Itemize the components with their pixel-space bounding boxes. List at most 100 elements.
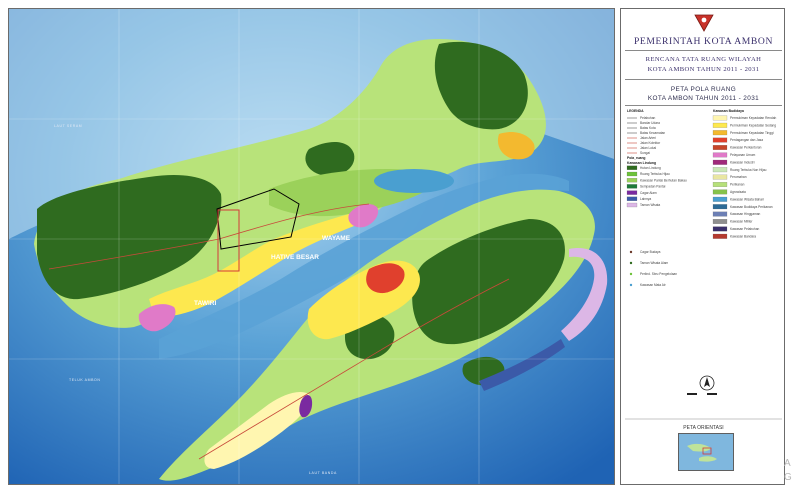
legend-swatch [626,171,638,177]
legend-point-label: Kawasan Mata Air [640,283,667,287]
cagar-alam-zone [299,395,313,418]
legend-swatch-label: Agrowisata [730,190,746,194]
legend-swatch-label: Kawasan Budidaya Perikanan [730,205,773,209]
place-label-wayame: WAYAME [322,235,351,242]
legend-line-label: Bandar Udara [640,121,660,125]
legend-swatch [626,196,638,201]
legend-swatch-label: Sempadan Pantai [640,185,666,189]
legend-swatch [626,165,638,170]
legend-line-label: Batas Kecamatan [640,131,665,135]
legend-swatch [712,137,728,143]
legend-swatch-label: Kawasan Pantai Berhutan Bakau [640,178,687,182]
sea-label-teluk: TELUK AMBON [69,378,101,382]
forest-north-peak [434,41,528,130]
forest-northwest [37,174,222,300]
spatial-plan-map: LAUT SERAM TELUK AMBON LAUT BANDA WAYAME… [9,9,614,484]
orientation-map-title: PETA ORIENTASI [683,425,724,431]
legend-swatch [712,211,728,217]
legend-line-label: Jalan Lokal [640,146,656,150]
watermark-text: A [784,458,791,469]
budidaya-heading: Kawasan Budidaya [713,109,744,113]
legend-line-label: Jalan Kolektor [640,141,661,145]
forest-north-small [305,142,355,176]
place-label-tawiri: TAWIRI [194,300,216,307]
divider [625,50,782,51]
legend-swatch [712,219,728,224]
plan-title-1: RENCANA TATA RUANG WILAYAH [645,56,762,63]
lindung-heading: Kawasan Lindung [627,161,656,165]
legend-point-symbol [629,261,633,265]
legend-swatch-label: Permukiman Kepadatan Sedang [730,123,776,127]
legend-swatch-label: Ruang Terbuka Non Hijau [730,168,767,172]
settlement-east [497,132,535,160]
map-title-1: PETA POLA RUANG [670,86,737,93]
commercial-zone [366,263,405,294]
legend-point-label: Taman Wisata Alam [640,261,669,265]
legend-swatch-label: Kawasan Hinggaman [730,212,761,216]
settlement-southwest [204,392,310,469]
legend-swatch [712,115,728,121]
place-label-hative-besar: HATIVE BESAR [271,254,319,261]
legend-swatch-label: Kawasan Militer [730,220,753,224]
legend-swatch [712,182,728,187]
settlement-north-coast [149,214,359,317]
legend-swatch-label: Cagar Alam [640,191,657,195]
legend-line-label: Batas Kota [640,126,656,130]
legend-swatch [626,178,638,183]
legend-swatch [712,145,728,150]
map-frame: LAUT SERAM TELUK AMBON LAUT BANDA WAYAME… [8,8,615,485]
legend-swatch [712,233,728,239]
plan-title-2: KOTA AMBON TAHUN 2011 - 2031 [647,66,760,73]
legend-swatch [712,204,728,210]
legend-swatch-label: Ruang Terbuka Hijau [640,172,670,176]
sea-label-seram: LAUT SERAM [54,124,82,128]
arterial-road-south [198,278,510,460]
legend-heading: LEGENDA [627,109,644,113]
legend-swatch-label: Kawasan Pelabuhan [730,227,759,231]
legend-swatch [712,122,728,128]
study-area-outline [216,188,300,250]
legend-swatch-label: Kawasan Bandara [730,234,756,238]
sea-label-banda: LAUT BANDA [309,471,337,475]
legend-swatch-label: Pelayanan Umum [730,153,756,157]
legend-swatch [712,152,728,158]
study-area-highlight [217,209,240,272]
watermark-text: G [784,472,792,483]
legend-swatch-label: Perumahan [730,175,747,179]
legend-point-label: Cagar Budaya [640,250,661,254]
divider [625,105,782,106]
org-title: PEMERINTAH KOTA AMBON [634,36,773,47]
legend-swatch [712,130,728,136]
legend-point-label: Perlind. Sbru Pengelolaan [640,272,677,276]
orientation-land [699,456,717,462]
legend-swatch-label: Kawasan Industri [730,160,755,164]
legend-swatch-label: Hutan Lindung [640,166,661,170]
legend-swatch-label: Taman Wisata [640,203,660,207]
legend-line-label: Sungai [640,151,650,155]
red-triangle-emblem-icon [694,14,714,32]
map-title-2: KOTA AMBON TAHUN 2011 - 2031 [647,95,760,102]
legend-point-symbol [629,272,633,276]
forest-south-central [412,219,565,345]
tawiri-settlement [138,304,176,332]
wayame-zone [348,203,379,228]
legend-swatch-label: Kawasan Perkantoran [730,146,762,150]
legend-swatch [626,202,638,208]
legend-swatch-label: Permukiman Kepadatan Tinggi [730,131,774,135]
legend-swatch [712,226,728,232]
orientation-land [687,443,711,452]
legend-swatch-label: Kawasan Wisata Bahari [730,197,764,201]
legend-swatch [626,184,638,189]
legend-swatch [712,167,728,173]
legend-point-symbol [629,283,633,287]
orientation-locator [702,447,712,455]
legend-point-symbol [629,250,633,254]
legend-swatch-label: Lainnya [640,197,651,201]
legend-swatch [626,190,638,195]
